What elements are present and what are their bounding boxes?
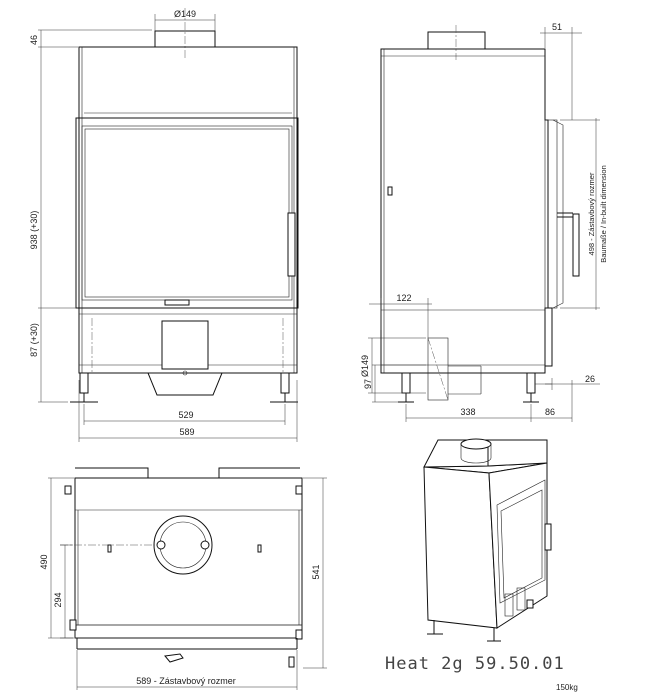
front-left-foot: [70, 372, 98, 403]
front-outer-width-label: 589: [179, 427, 194, 437]
air-inlet: [161, 320, 209, 370]
side-install-depth-label-2: Baumaße / In-built dimension: [599, 165, 608, 263]
side-body-outline: [380, 48, 549, 374]
front-flue-diameter-label: Ø149: [174, 9, 196, 19]
product-title: Heat 2g 59.50.01: [385, 654, 565, 674]
side-depth-rear-label: 86: [545, 407, 555, 417]
side-foot-offset-label: 26: [585, 374, 595, 384]
front-height-main-label: 938 (+30): [29, 211, 39, 250]
side-depth-main-label: 338: [460, 407, 475, 417]
side-flue-offset-label: 122: [396, 293, 411, 303]
side-flue-diameter-label: Ø149: [360, 355, 370, 377]
door-glass: [84, 128, 290, 298]
door-frame: [75, 117, 299, 309]
iso-right-face: [488, 462, 548, 629]
iso-handle: [544, 523, 552, 551]
side-flue-collar: [427, 31, 486, 50]
side-right-foot: [523, 372, 539, 403]
side-view: 51 498 - Zástavbový rozmer Baumaße / In-…: [360, 22, 608, 422]
front-inner-width-label: 529: [178, 410, 193, 420]
product-weight: 150kg: [556, 683, 578, 692]
door-handle: [287, 212, 296, 277]
iso-flue-top: [460, 438, 492, 450]
side-left-foot: [398, 372, 414, 403]
isometric-view: [423, 438, 552, 642]
side-flue-height-label: 97: [363, 379, 373, 389]
top-depth-flue-label: 294: [53, 592, 63, 607]
front-right-foot: [270, 372, 298, 403]
top-depth-outer-label: 541: [311, 564, 321, 579]
front-height-lower-label: 87 (+30): [29, 323, 39, 357]
side-rear-flue: [427, 337, 449, 401]
top-install-width-label: 589 - Zástavbový rozmer: [136, 676, 236, 686]
top-handle: [164, 653, 184, 663]
side-door-handle: [572, 213, 580, 277]
side-install-depth-label-1: 498 - Zástavbový rozmer: [587, 172, 596, 255]
side-top-offset-label: 51: [552, 22, 562, 32]
top-view: 490 294 541 589 - Zástavbový rozmer: [39, 467, 327, 690]
front-top-offset-label: 46: [29, 35, 39, 45]
iso-door: [496, 479, 546, 604]
front-view: Ø149: [29, 8, 299, 442]
top-depth-total-label: 490: [39, 554, 49, 569]
bottom-hopper: [147, 372, 223, 396]
iso-left-face: [423, 466, 498, 629]
